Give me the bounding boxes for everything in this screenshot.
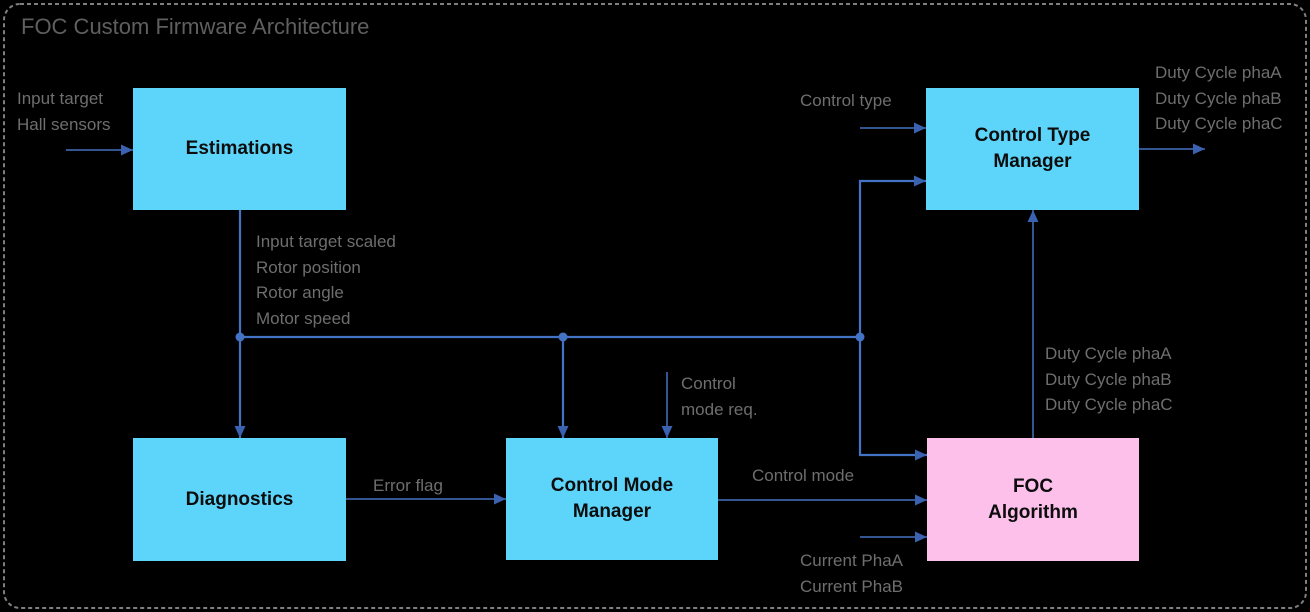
block-label: Control Mode Manager	[550, 475, 674, 522]
diagram-title: FOC Custom Firmware Architecture	[21, 14, 370, 39]
label-estimations-inputs: Input target Hall sensors	[17, 89, 111, 134]
block-control-mode-manager: Control Mode Manager	[506, 438, 718, 560]
junction-dot-estimations	[235, 332, 245, 342]
label-control-mode: Control mode	[752, 466, 855, 485]
label-ctm-outputs: Duty Cycle phaA Duty Cycle phaB Duty Cyc…	[1155, 63, 1283, 133]
block-control-type-manager: Control Type Manager	[926, 88, 1139, 210]
label-foc-outputs: Duty Cycle phaA Duty Cycle phaB Duty Cyc…	[1045, 344, 1173, 414]
label-current-inputs: Current PhaA Current PhaB	[800, 551, 903, 596]
block-label: Estimations	[185, 138, 294, 159]
junction-dot-cmm	[558, 332, 568, 342]
block-label: Diagnostics	[185, 488, 294, 510]
block-foc-algorithm: FOC Algorithm	[927, 438, 1139, 561]
label-error-flag: Error flag	[373, 476, 443, 495]
block-estimations: Estimations	[133, 88, 346, 210]
block-label: FOC Algorithm	[988, 475, 1078, 523]
label-control-type: Control type	[800, 91, 892, 110]
junction-dot-riser	[855, 332, 865, 342]
bus-to-foc-algorithm-arrow	[858, 337, 927, 461]
block-diagnostics: Diagnostics	[133, 438, 346, 561]
bus-to-control-type-manager-arrow	[858, 175, 926, 337]
label-control-mode-req: Control mode req.	[681, 374, 758, 419]
block-label: Control Type Manager	[974, 125, 1091, 172]
label-bus-signals: Input target scaled Rotor position Rotor…	[256, 232, 396, 328]
